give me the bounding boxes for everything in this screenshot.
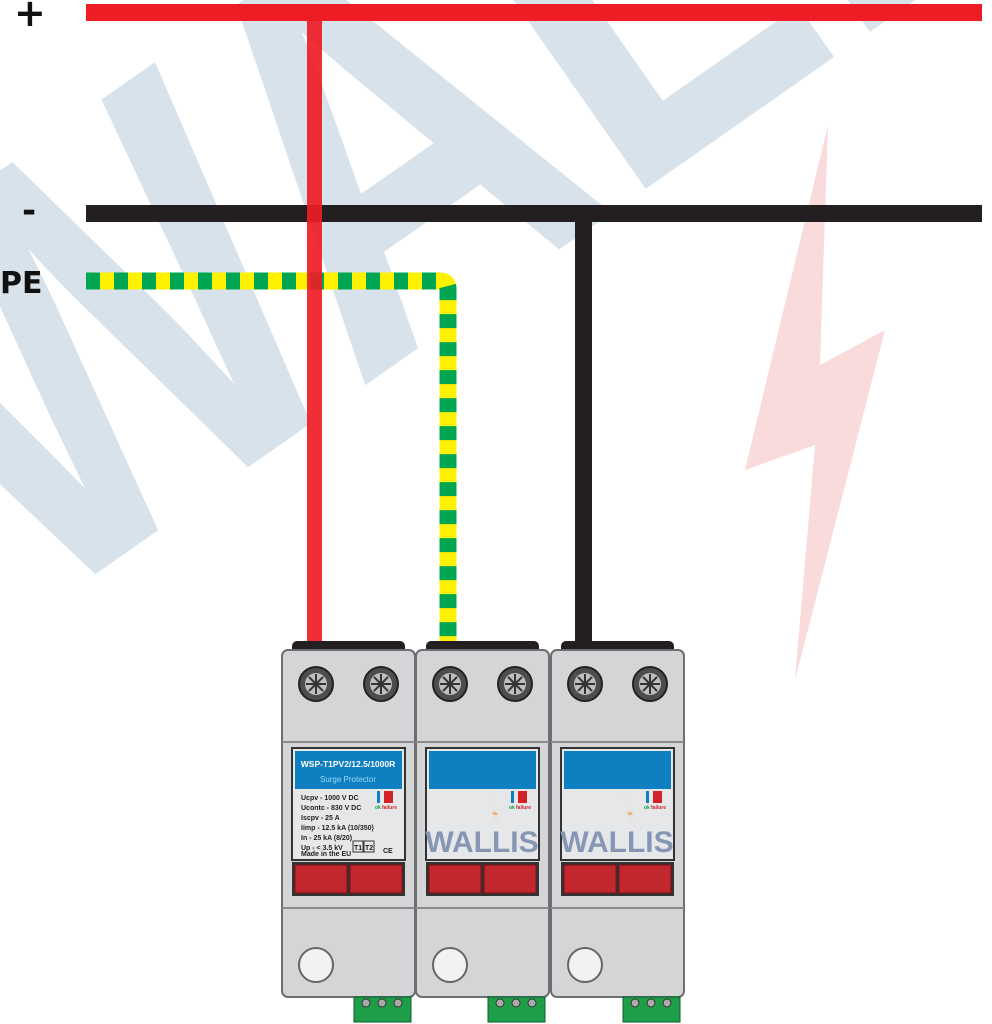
class-mark-box <box>352 840 364 853</box>
screw-cross <box>442 676 451 685</box>
pe-rail <box>86 272 457 650</box>
screw-cross <box>577 676 586 685</box>
model-number: WSP-T1PV2/12.5/1000R <box>301 759 396 769</box>
indicator-lens <box>298 947 334 983</box>
product-subtitle: Surge Protector <box>320 775 376 784</box>
screw-cross <box>649 676 658 685</box>
release-button[interactable] <box>618 864 672 894</box>
screw-cross <box>449 676 458 685</box>
release-button[interactable] <box>428 864 482 894</box>
class-mark-box <box>363 840 375 853</box>
status-window-failure-icon <box>653 791 662 803</box>
terminal-pin <box>393 998 403 1008</box>
terminal-pin <box>630 998 640 1008</box>
release-button[interactable] <box>349 864 403 894</box>
screw-cross <box>308 676 317 685</box>
screw-cross <box>642 683 651 692</box>
screw-cross <box>315 683 324 692</box>
terminal-pin <box>495 998 505 1008</box>
screw-cross <box>577 683 586 692</box>
spec-line: Ucontc - 830 V DC <box>301 805 361 812</box>
status-ok-label: ok <box>509 805 515 811</box>
terminal-screw-icon[interactable] <box>632 666 668 702</box>
screw-cross <box>584 683 593 692</box>
plus-rail <box>86 4 982 21</box>
screw-cross <box>380 676 389 685</box>
plus-drop-wire <box>307 12 322 652</box>
screw-cross <box>514 683 523 692</box>
spec-line: Iimp - 12.5 kA (10/350) <box>301 825 374 832</box>
minus-label: - <box>22 191 36 231</box>
status-window-failure-icon <box>518 791 527 803</box>
terminal-screw-icon[interactable] <box>298 666 334 702</box>
terminal-pin <box>377 998 387 1008</box>
pe-label: PE <box>0 266 42 301</box>
terminal-pin <box>511 998 521 1008</box>
status-window-ok-icon <box>646 791 649 803</box>
terminal-pin <box>646 998 656 1008</box>
lightning-logo-icon <box>623 798 637 830</box>
label-header <box>564 751 671 789</box>
status-failure-label: failure <box>651 805 666 811</box>
status-window-ok-icon <box>377 791 380 803</box>
screw-cross <box>373 676 382 685</box>
screw-cross <box>308 683 317 692</box>
wallis-logo: WALLIS <box>560 826 673 859</box>
label-header <box>429 751 536 789</box>
terminal-pin <box>662 998 672 1008</box>
minus-rail <box>86 205 982 222</box>
indicator-lens <box>567 947 603 983</box>
lightning-bolt-watermark <box>745 125 885 680</box>
status-failure-label: failure <box>382 805 397 811</box>
surge-protector-module: WSP-T1PV2/12.5/1000R Surge ProtectorUcpv … <box>281 641 416 1023</box>
made-in-label: Made in the EU <box>301 851 351 858</box>
release-button[interactable] <box>294 864 348 894</box>
class-mark: T2 <box>365 845 373 852</box>
terminal-screw-icon[interactable] <box>567 666 603 702</box>
wallis-logo: WALLIS <box>425 826 538 859</box>
terminal-pin <box>361 998 371 1008</box>
status-window-ok-icon <box>511 791 514 803</box>
terminal-screw-icon[interactable] <box>497 666 533 702</box>
lightning-logo-icon <box>488 798 502 830</box>
release-button[interactable] <box>483 864 537 894</box>
spec-line: In - 25 kA (8/20) <box>301 835 352 842</box>
screw-cross <box>442 683 451 692</box>
screw-cross <box>649 683 658 692</box>
plus-label: + <box>14 0 46 35</box>
spec-line: Ucpv - 1000 V DC <box>301 795 359 802</box>
minus-drop-wire <box>575 213 592 653</box>
terminal-pin <box>527 998 537 1008</box>
release-button[interactable] <box>563 864 617 894</box>
screw-cross <box>514 676 523 685</box>
status-ok-label: ok <box>375 805 381 811</box>
status-window-failure-icon <box>384 791 393 803</box>
label-header <box>295 751 402 789</box>
screw-cross <box>380 683 389 692</box>
spec-line: Iscpv - 25 A <box>301 815 340 822</box>
spec-line: Up - < 3.5 kV <box>301 845 343 852</box>
terminal-screw-icon[interactable] <box>432 666 468 702</box>
screw-cross <box>584 676 593 685</box>
ce-mark: CE <box>383 848 393 855</box>
class-mark: T1 <box>354 845 362 852</box>
screw-cross <box>315 676 324 685</box>
screw-cross <box>373 683 382 692</box>
screw-cross <box>449 683 458 692</box>
terminal-screw-icon[interactable] <box>363 666 399 702</box>
screw-cross <box>507 676 516 685</box>
indicator-lens <box>432 947 468 983</box>
status-ok-label: ok <box>644 805 650 811</box>
status-failure-label: failure <box>516 805 531 811</box>
screw-cross <box>642 676 651 685</box>
screw-cross <box>507 683 516 692</box>
